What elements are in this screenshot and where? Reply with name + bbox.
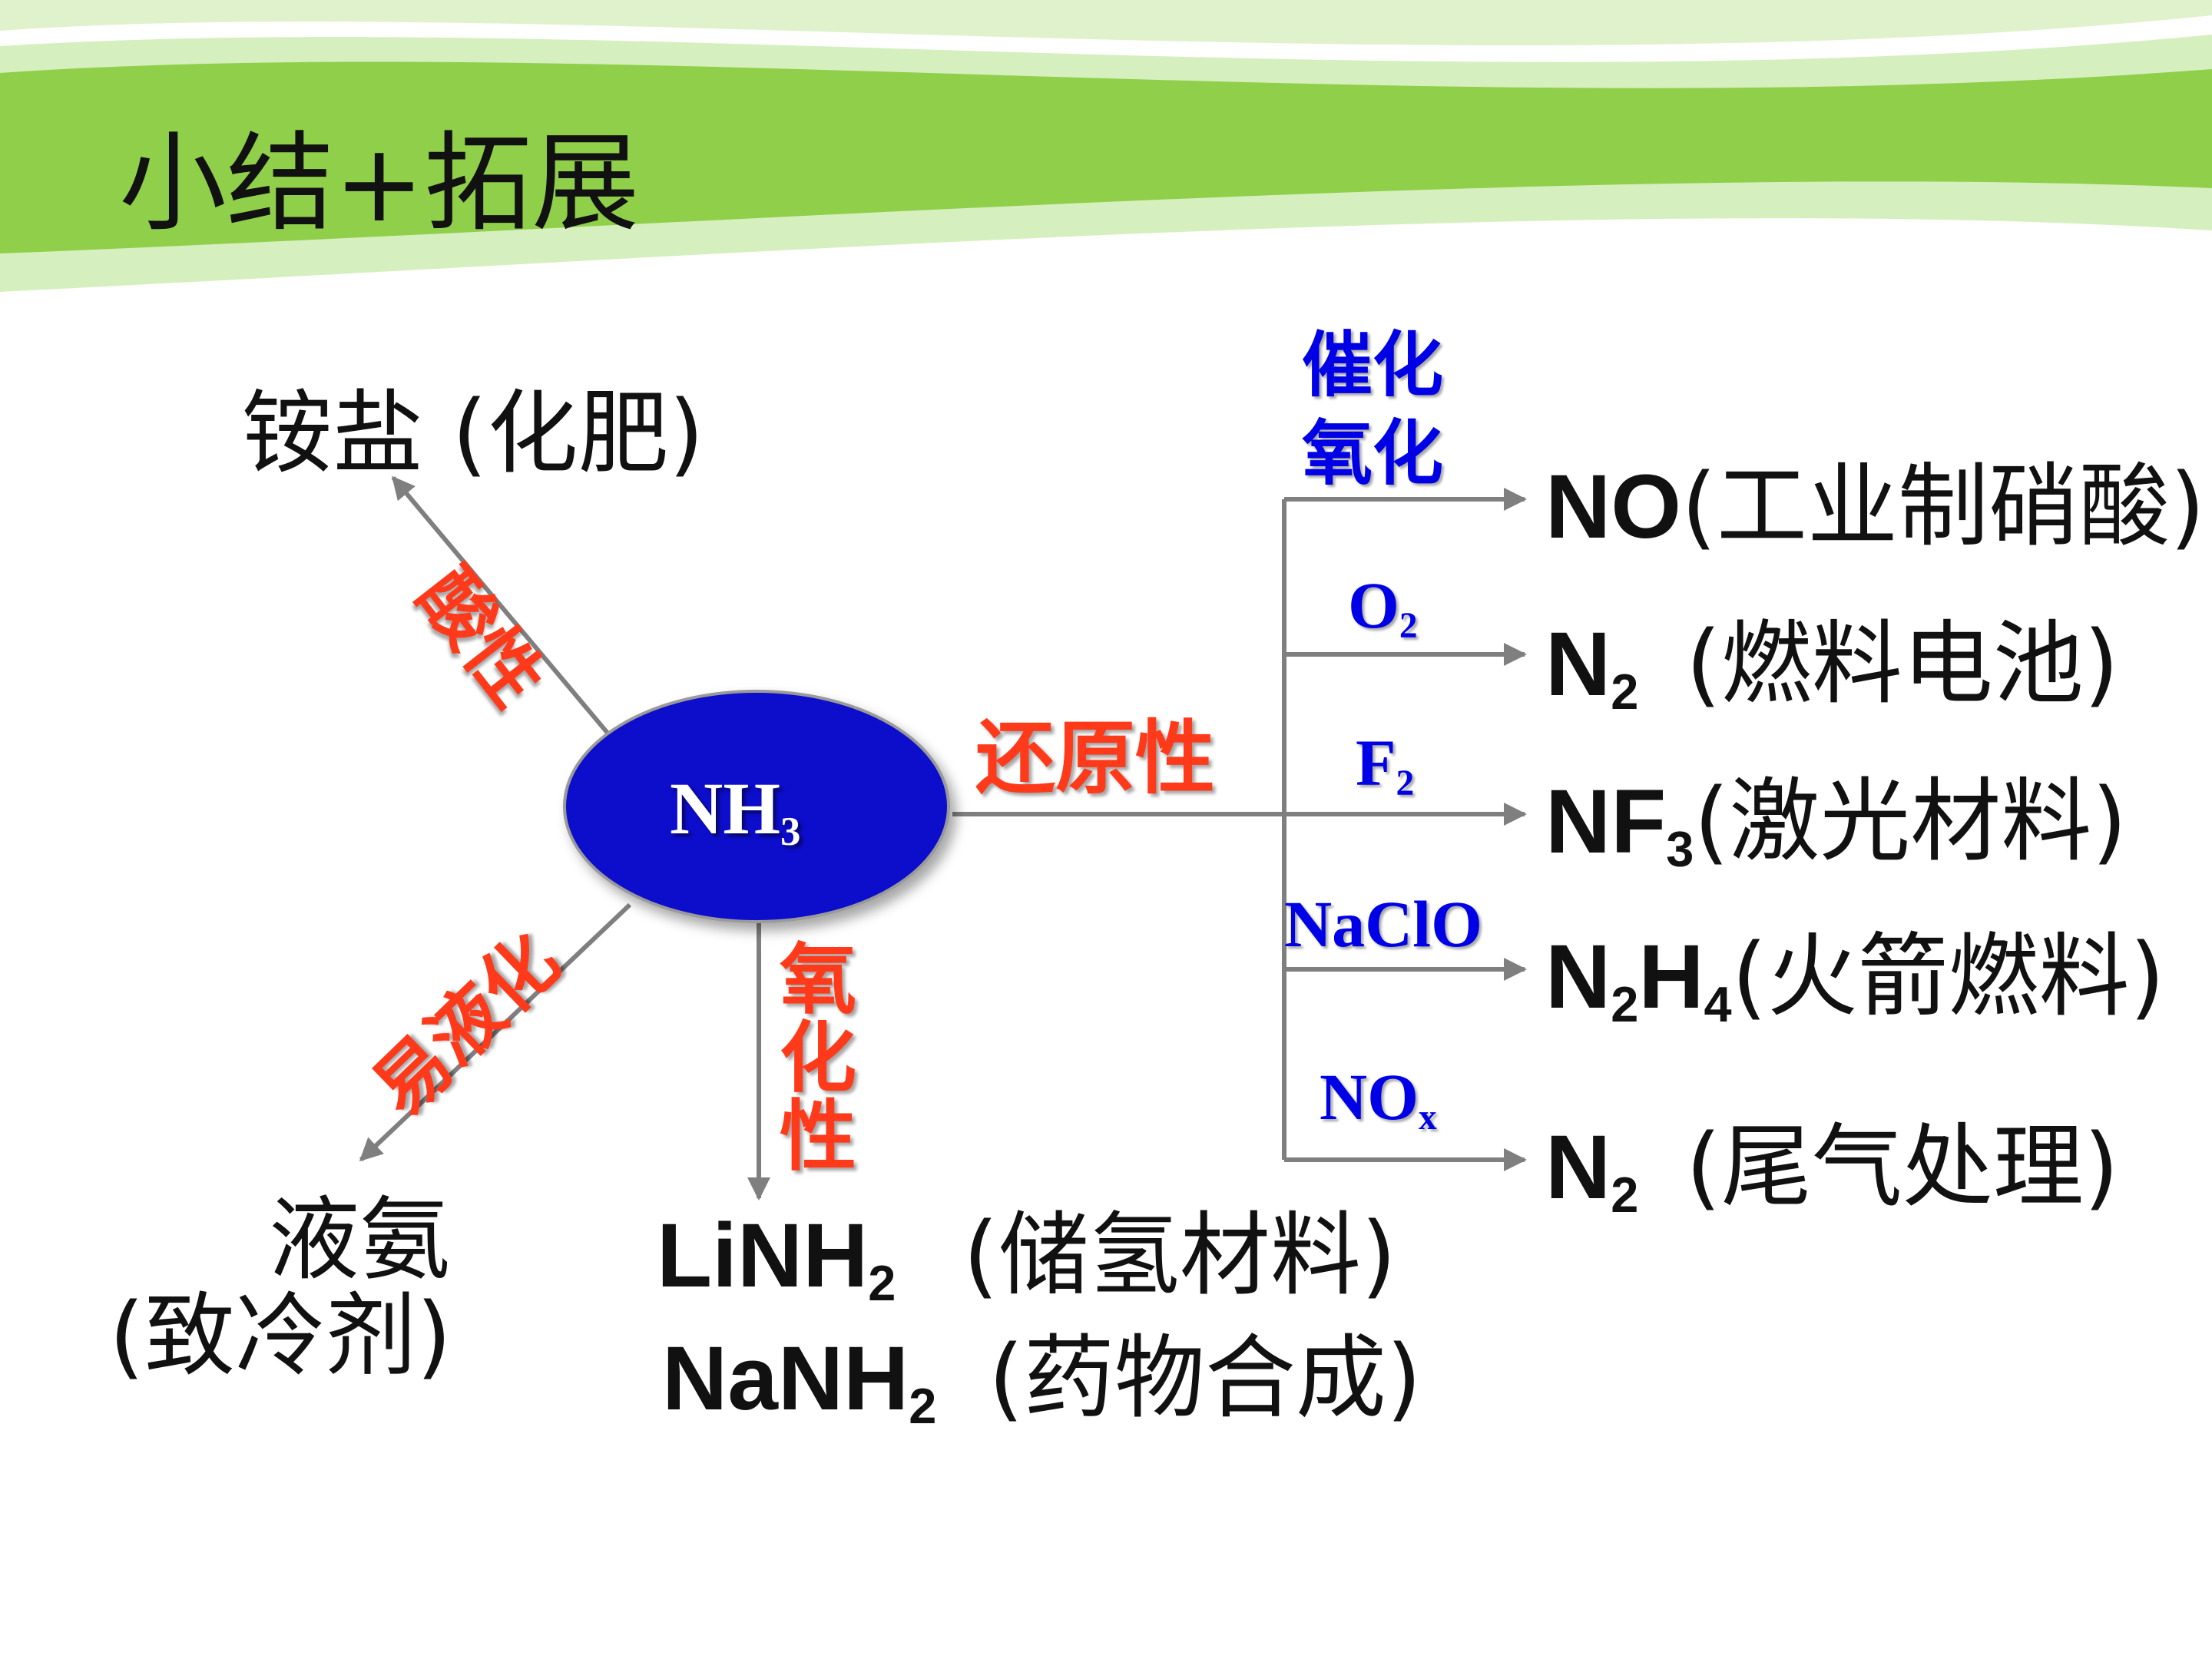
arrow-to-ammonium	[391, 475, 617, 743]
product-n2-fuel-cell: N2 (燃料电池)	[1545, 611, 2119, 720]
header-banner	[0, 0, 2212, 292]
nh3-label: NH3	[670, 767, 801, 854]
product-no: NO(工业制硝酸)	[1545, 453, 2206, 559]
page-title: 小结+拓展	[119, 121, 640, 247]
label-catalytic-line2: 氧化	[1302, 412, 1444, 495]
label-o2: O2	[1348, 568, 1418, 647]
nh3-ellipse	[563, 690, 950, 923]
label-catalytic-line1: 催化	[1302, 324, 1444, 406]
product-nf3: NF3(激光材料)	[1545, 768, 2128, 878]
label-reducing: 还原性	[975, 711, 1216, 805]
product-nanh2: NaNH2 (药物合成)	[662, 1325, 1422, 1435]
label-nox: NOx	[1320, 1060, 1437, 1138]
product-n2h4: N2H4(火箭燃料)	[1545, 923, 2165, 1033]
label-f2: F2	[1356, 726, 1415, 804]
product-linh2: LiNH2 (储氢材料)	[657, 1202, 1396, 1312]
product-liquid-ammonia-name: 液氨	[269, 1187, 451, 1293]
product-n2-exhaust: N2 (尾气处理)	[1545, 1114, 2119, 1224]
product-liquid-ammonia-use: (致冷剂)	[109, 1283, 452, 1389]
label-oxidizing: 氧化性	[780, 935, 856, 1181]
product-ammonium-salt: 铵盐 (化肥)	[242, 380, 704, 486]
label-naclo: NaClO	[1284, 887, 1482, 961]
arrow-to-liquid-ammonia	[359, 902, 632, 1162]
